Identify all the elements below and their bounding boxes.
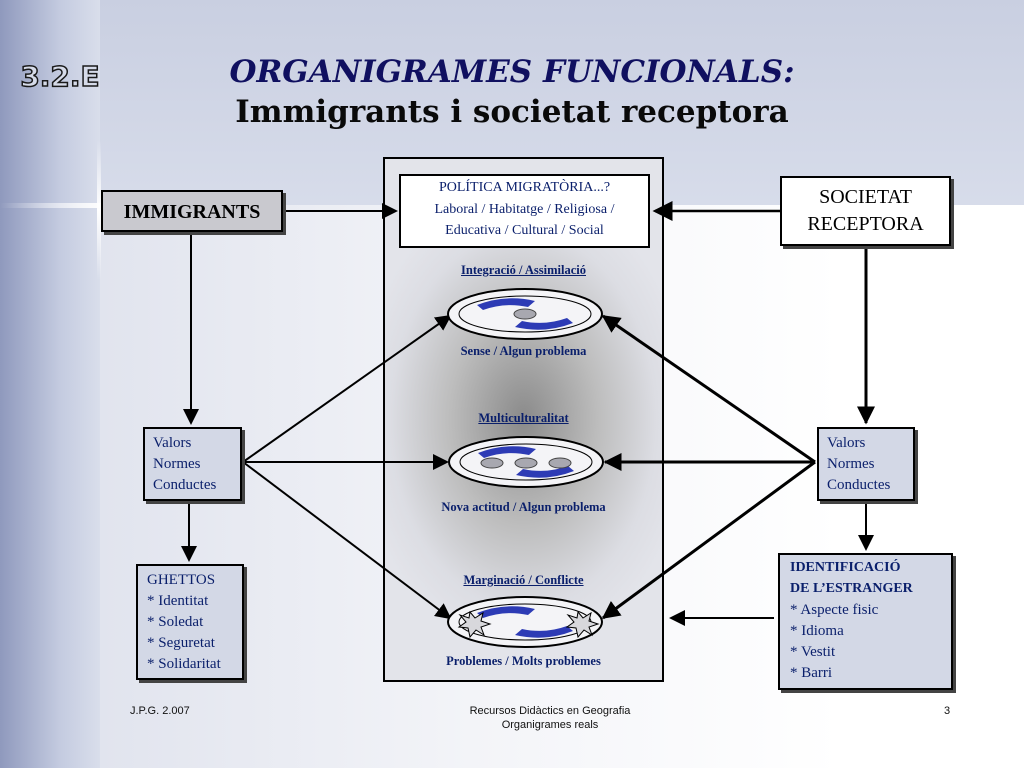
identificacio-item: * Idioma (790, 623, 844, 639)
slide-number-tag: 3.2.E (20, 59, 101, 94)
immigrants-node: IMMIGRANTS (101, 190, 283, 232)
light-beam-vertical (97, 140, 101, 280)
ghettos-item: * Seguretat (147, 635, 215, 651)
ghettos-item: * Solidaritat (147, 656, 221, 672)
multicultural-ellipse (448, 436, 604, 488)
footer-page-number: 3 (944, 705, 951, 717)
societat-receptora-node: SOCIETAT RECEPTORA (780, 176, 951, 246)
footer-center-line-2: Organigrames reals (501, 719, 599, 731)
politica-line-3: Educativa / Cultural / Social (445, 223, 604, 238)
ghettos-item: * Soledat (147, 614, 204, 630)
arrow-right-to-marginacio (601, 460, 816, 620)
valors-left-node: Valors Normes Conductes (143, 427, 242, 501)
valors-right-line-1: Valors (827, 435, 866, 451)
arrow-left-to-integracio (242, 314, 452, 463)
valors-right-line-3: Conductes (827, 477, 891, 493)
identificacio-item: * Vestit (790, 644, 836, 660)
footer-author: J.P.G. 2.007 (130, 705, 190, 717)
identificacio-node: IDENTIFICACIÓ DE L’ESTRANGER * Aspecte f… (778, 553, 953, 690)
conflict-burst-right (565, 610, 600, 639)
outcome-caption-marginacio: Problemes / Molts problemes (446, 654, 601, 668)
outcome-heading-integracio: Integració / Assimilació (461, 263, 586, 277)
outcome-heading-marginacio: Marginació / Conflicte (463, 573, 584, 587)
valors-left-line-3: Conductes (153, 477, 217, 493)
footer-center-line-1: Recursos Didàctics en Geografia (469, 705, 631, 717)
societat-label-line-2: RECEPTORA (807, 213, 924, 235)
valors-left-line-2: Normes (153, 456, 201, 472)
identificacio-title-line-2: DE L’ESTRANGER (790, 581, 913, 596)
background-left-band (0, 0, 100, 768)
politica-migratoria-node: POLÍTICA MIGRATÒRIA...? Laboral / Habita… (399, 174, 650, 248)
outcome-caption-integracio: Sense / Algun problema (460, 344, 587, 358)
outcome-heading-multicultural: Multiculturalitat (478, 411, 569, 425)
arrow-left-to-marginacio (242, 461, 452, 620)
conflict-burst-left (457, 610, 492, 639)
identificacio-item: * Barri (790, 665, 833, 681)
immigrants-label: IMMIGRANTS (123, 201, 261, 223)
ghettos-item: * Identitat (147, 593, 209, 609)
valors-left-line-1: Valors (153, 435, 192, 451)
identificacio-item: * Aspecte fisic (790, 602, 879, 618)
ghettos-node: GHETTOS * Identitat * Soledat * Segureta… (136, 564, 244, 680)
title-line-2: Immigrants i societat receptora (235, 94, 789, 130)
integracio-ellipse (447, 288, 603, 340)
outcome-caption-multicultural: Nova actitud / Algun problema (441, 500, 606, 514)
slide-title: ORGANIGRAMES FUNCIONALS: Immigrants i so… (150, 52, 874, 132)
valors-right-line-2: Normes (827, 456, 875, 472)
societat-label-line-1: SOCIETAT (819, 186, 912, 208)
politica-line-1: POLÍTICA MIGRATÒRIA...? (438, 180, 611, 195)
ghettos-title: GHETTOS (147, 572, 216, 588)
identificacio-title-line-1: IDENTIFICACIÓ (790, 560, 901, 575)
valors-right-node: Valors Normes Conductes (817, 427, 915, 501)
title-line-1: ORGANIGRAMES FUNCIONALS: (229, 54, 795, 90)
politica-line-2: Laboral / Habitatge / Religiosa / (434, 202, 615, 217)
marginacio-ellipse (447, 596, 603, 648)
arrow-right-to-integracio (601, 314, 816, 464)
